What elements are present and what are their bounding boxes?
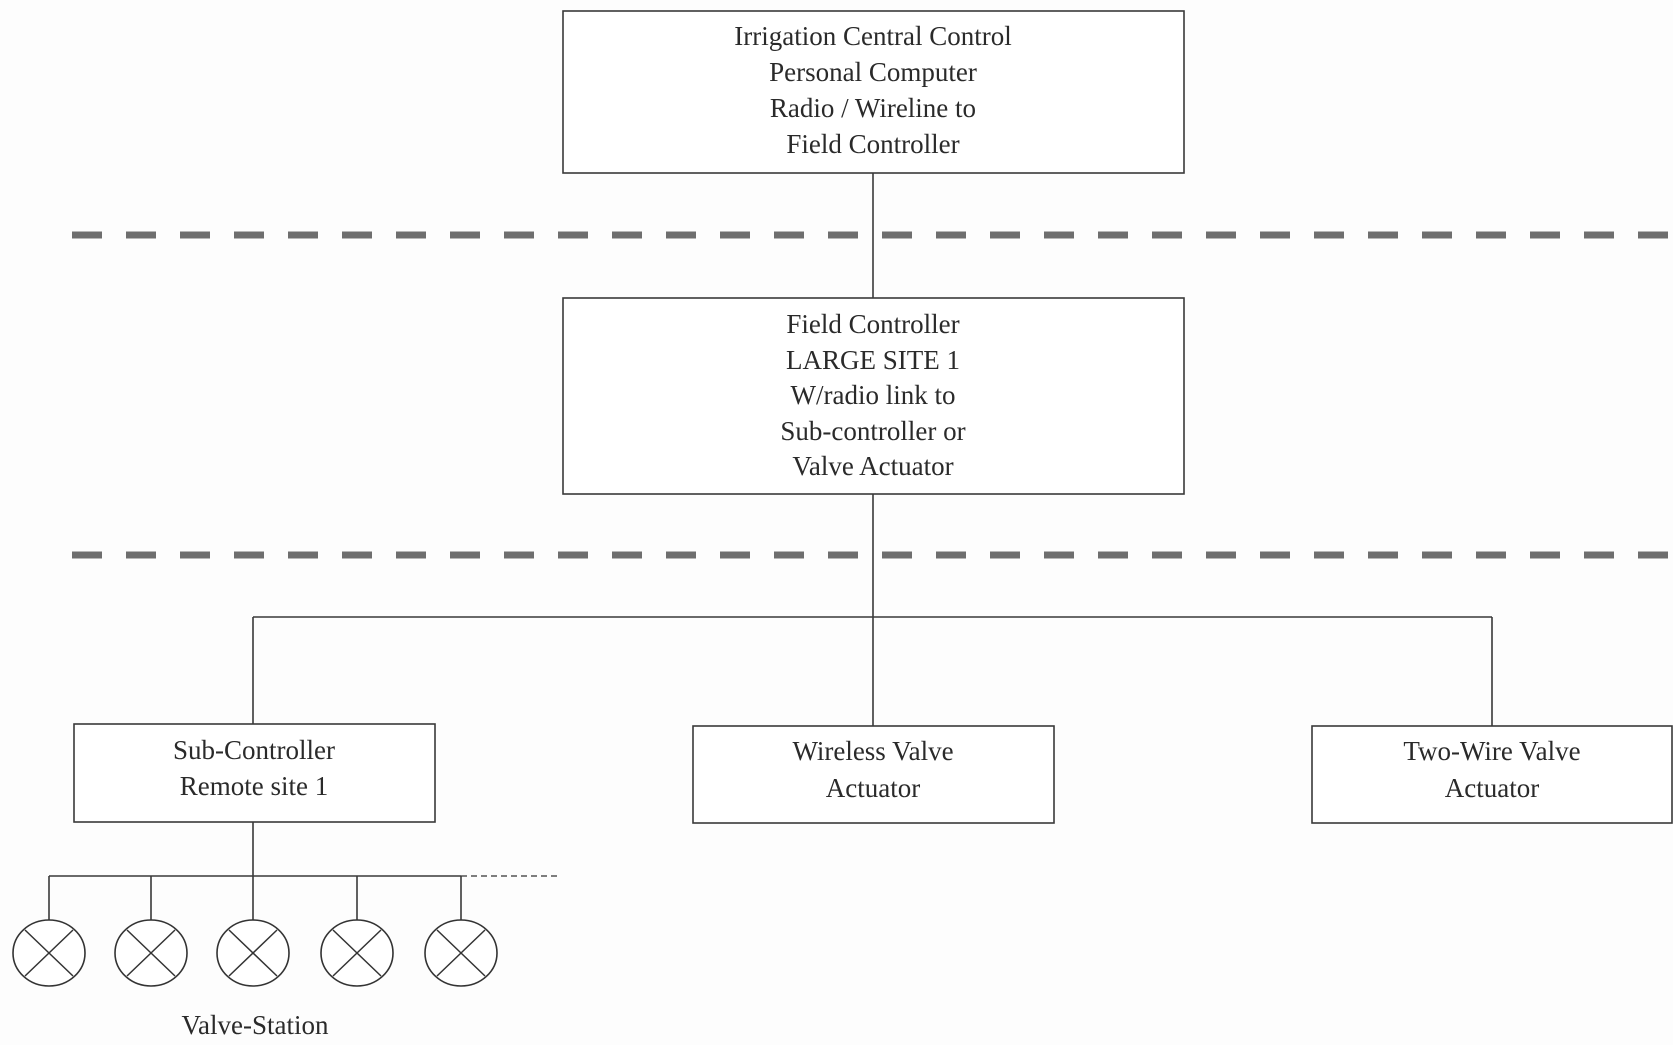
central-control-line-1: Irrigation Central Control (734, 21, 1011, 51)
central-control-line-4: Field Controller (786, 129, 959, 159)
valve-x-circle-icon (320, 919, 394, 987)
central-control-line-3: Radio / Wireline to (770, 93, 976, 123)
valve-x-circle-icon (424, 919, 498, 987)
connector-lines (48, 173, 1493, 920)
field-controller-line-2: LARGE SITE 1 (786, 345, 960, 375)
valve-station-label: Valve-Station (182, 1010, 329, 1040)
valve-x-circle-icon (12, 919, 86, 987)
valve-x-circle-icon (114, 919, 188, 987)
two-wire-valve-actuator-box: Two-Wire Valve Actuator (1311, 725, 1673, 824)
sub-controller-box: Sub-Controller Remote site 1 (73, 723, 436, 823)
sub-controller-line-2: Remote site 1 (180, 771, 328, 801)
field-controller-line-3: W/radio link to (791, 380, 956, 410)
central-control-box: Irrigation Central Control Personal Comp… (562, 10, 1185, 174)
central-control-line-2: Personal Computer (769, 57, 977, 87)
valve-x-circle-icon (216, 919, 290, 987)
field-controller-box: Field Controller LARGE SITE 1 W/radio li… (562, 297, 1185, 495)
wireless-valve-actuator-box: Wireless Valve Actuator (692, 725, 1055, 824)
wireless-actuator-line-1: Wireless Valve (792, 736, 953, 766)
two-wire-actuator-line-1: Two-Wire Valve (1403, 736, 1580, 766)
field-controller-line-1: Field Controller (786, 309, 959, 339)
wireless-actuator-line-2: Actuator (826, 773, 920, 803)
sub-controller-line-1: Sub-Controller (173, 735, 335, 765)
field-controller-line-5: Valve Actuator (792, 451, 953, 481)
valve-station-group: Valve-Station (12, 919, 498, 1040)
two-wire-actuator-line-2: Actuator (1445, 773, 1539, 803)
field-controller-line-4: Sub-controller or (780, 416, 965, 446)
